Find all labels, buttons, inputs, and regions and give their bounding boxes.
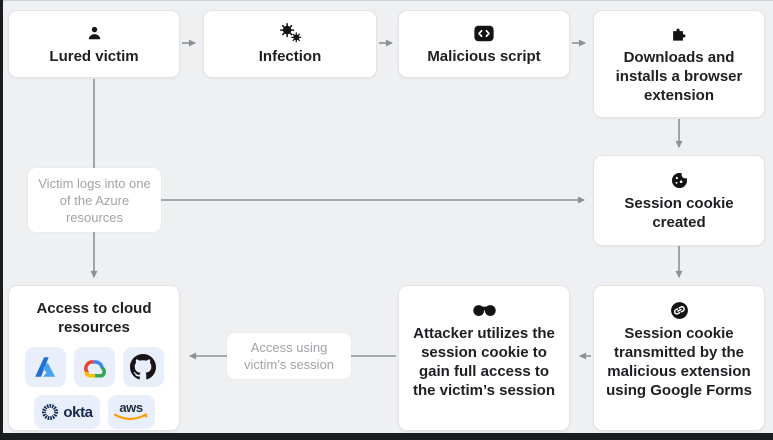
aws-wordmark: aws [119,400,143,415]
node-session-cookie-created: Session cookie created [593,155,765,246]
person-icon [85,22,104,44]
okta-wordmark: okta [63,403,93,421]
google-cloud-logo [73,347,115,387]
cloud-logo-grid: okta aws [18,347,170,429]
mask-icon [471,299,498,321]
node-cloud-resources: Access to cloud resources [8,285,180,431]
node-malicious-script: Malicious script [398,10,570,78]
code-icon [473,22,495,44]
node-label: Downloads and installs a browser extensi… [615,49,743,104]
cookie-icon [669,169,690,191]
node-label: Attacker utilizes the session cookie to … [412,325,555,399]
node-cookie-transmitted: Session cookie transmitted by the malici… [593,285,765,431]
puzzle-icon [669,23,689,45]
okta-aperture-icon [42,403,59,421]
edge-label-session-access: Access using victim’s session [227,333,351,379]
node-label: Lured victim [49,48,139,65]
virus-icon [278,22,303,44]
link-icon [669,299,690,321]
frame-top-edge [0,0,773,1]
node-label: Infection [258,48,322,65]
node-infection: Infection [203,10,377,78]
node-attacker-utilizes: Attacker utilizes the session cookie to … [398,285,570,431]
node-label: Malicious script [427,48,541,65]
node-label: Access to cloud resources [36,300,152,336]
frame-bottom-edge [0,433,773,440]
edge-label-azure-login: Victim logs into one of the Azure resour… [28,168,161,232]
node-lured-victim: Lured victim [8,10,180,78]
frame-left-edge [0,0,3,440]
node-label: Session cookie transmitted by the malici… [606,325,752,399]
node-browser-extension: Downloads and installs a browser extensi… [593,10,765,118]
aws-smile-icon [113,413,148,420]
azure-logo [24,347,66,387]
node-label: Session cookie created [624,195,734,231]
github-logo [122,347,164,387]
okta-logo: okta [33,395,100,429]
aws-logo: aws [107,395,155,429]
